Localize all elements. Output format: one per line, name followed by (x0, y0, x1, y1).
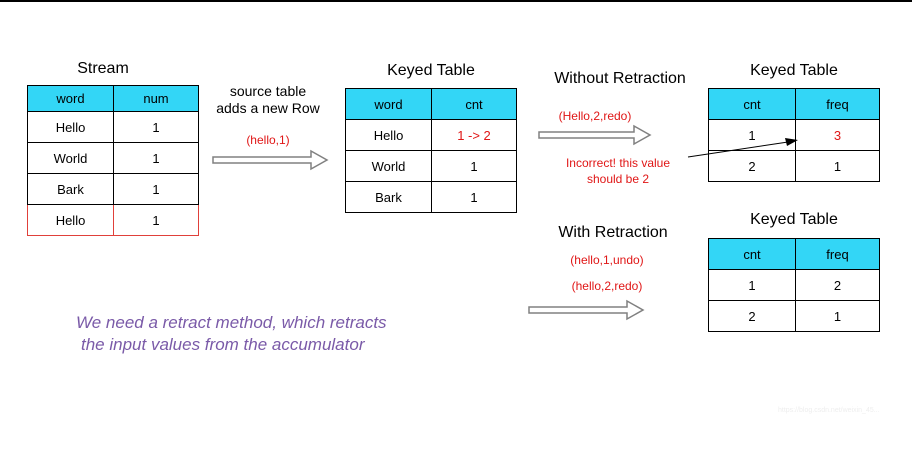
keyed1-table: word cnt Hello 1 -> 2 World 1 Bark 1 (345, 88, 517, 213)
stream-table: word num Hello 1 World 1 Bark 1 Hello 1 (27, 85, 199, 236)
keyed3-cell: 2 (708, 300, 796, 332)
stream-cell: Hello (27, 111, 114, 143)
without-warning-line2: should be 2 (586, 172, 650, 186)
with-title: With Retraction (558, 224, 668, 241)
without-event: (Hello,2,redo) (558, 109, 632, 123)
step1-event: (hello,1) (246, 133, 290, 147)
keyed1-cell: World (345, 150, 432, 182)
table-row: 1 3 (708, 119, 880, 151)
keyed3-header-cnt: cnt (708, 238, 796, 270)
table-row: Hello 1 (27, 111, 199, 143)
watermark: https://blog.csdn.net/weixin_45... (778, 407, 880, 414)
stream-title: Stream (77, 60, 129, 77)
top-border (0, 0, 912, 2)
keyed2-table: cnt freq 1 3 2 1 (708, 88, 880, 182)
table-row: World 1 (345, 150, 517, 182)
stream-cell: 1 (113, 111, 199, 143)
keyed2-cell: 1 (708, 119, 796, 151)
table-row: Hello 1 -> 2 (345, 119, 517, 151)
keyed1-cell: Bark (345, 181, 432, 213)
keyed2-cell-wrong: 3 (795, 119, 880, 151)
with-event-undo: (hello,1,undo) (570, 253, 644, 267)
table-row-new: Hello 1 (27, 204, 199, 236)
step1-label-line1: source table (229, 83, 307, 99)
keyed2-cell: 1 (795, 150, 880, 182)
arrow-right-icon (528, 299, 645, 321)
keyed3-title: Keyed Table (750, 211, 838, 228)
table-row: Bark 1 (27, 173, 199, 205)
keyed3-cell: 1 (708, 269, 796, 301)
keyed3-table: cnt freq 1 2 2 1 (708, 238, 880, 332)
step1-label: source table adds a new Row (203, 83, 333, 117)
retract-note-line2: the input values from the accumulator (81, 335, 365, 354)
keyed1-cell: Hello (345, 119, 432, 151)
stream-header-word: word (27, 85, 114, 112)
stream-cell: 1 (113, 142, 199, 174)
keyed3-cell: 1 (795, 300, 880, 332)
keyed2-title: Keyed Table (750, 62, 838, 79)
step1-label-line2: adds a new Row (216, 100, 320, 116)
table-row: 2 1 (708, 300, 880, 332)
stream-header-num: num (113, 85, 199, 112)
keyed2-cell: 2 (708, 150, 796, 182)
arrow-right-icon (212, 149, 329, 171)
arrow-right-icon (538, 124, 652, 146)
table-row: Bark 1 (345, 181, 517, 213)
stream-cell: World (27, 142, 114, 174)
with-event-redo: (hello,2,redo) (571, 279, 643, 293)
stream-cell: Bark (27, 173, 114, 205)
retract-note: We need a retract method, which retracts… (76, 312, 496, 356)
keyed2-header-cnt: cnt (708, 88, 796, 120)
keyed1-title: Keyed Table (387, 62, 475, 79)
retract-note-line1: We need a retract method, which retracts (76, 313, 387, 332)
keyed3-cell: 2 (795, 269, 880, 301)
without-warning: Incorrect! this value should be 2 (548, 155, 688, 187)
stream-cell: Hello (27, 204, 114, 236)
keyed1-cell: 1 (431, 150, 517, 182)
table-row: World 1 (27, 142, 199, 174)
table-row: 1 2 (708, 269, 880, 301)
without-warning-line1: Incorrect! this value (565, 156, 671, 170)
stream-cell: 1 (113, 204, 199, 236)
keyed3-header-freq: freq (795, 238, 880, 270)
without-title: Without Retraction (554, 70, 686, 87)
table-row: 2 1 (708, 150, 880, 182)
keyed1-cell: 1 (431, 181, 517, 213)
keyed2-header-freq: freq (795, 88, 880, 120)
